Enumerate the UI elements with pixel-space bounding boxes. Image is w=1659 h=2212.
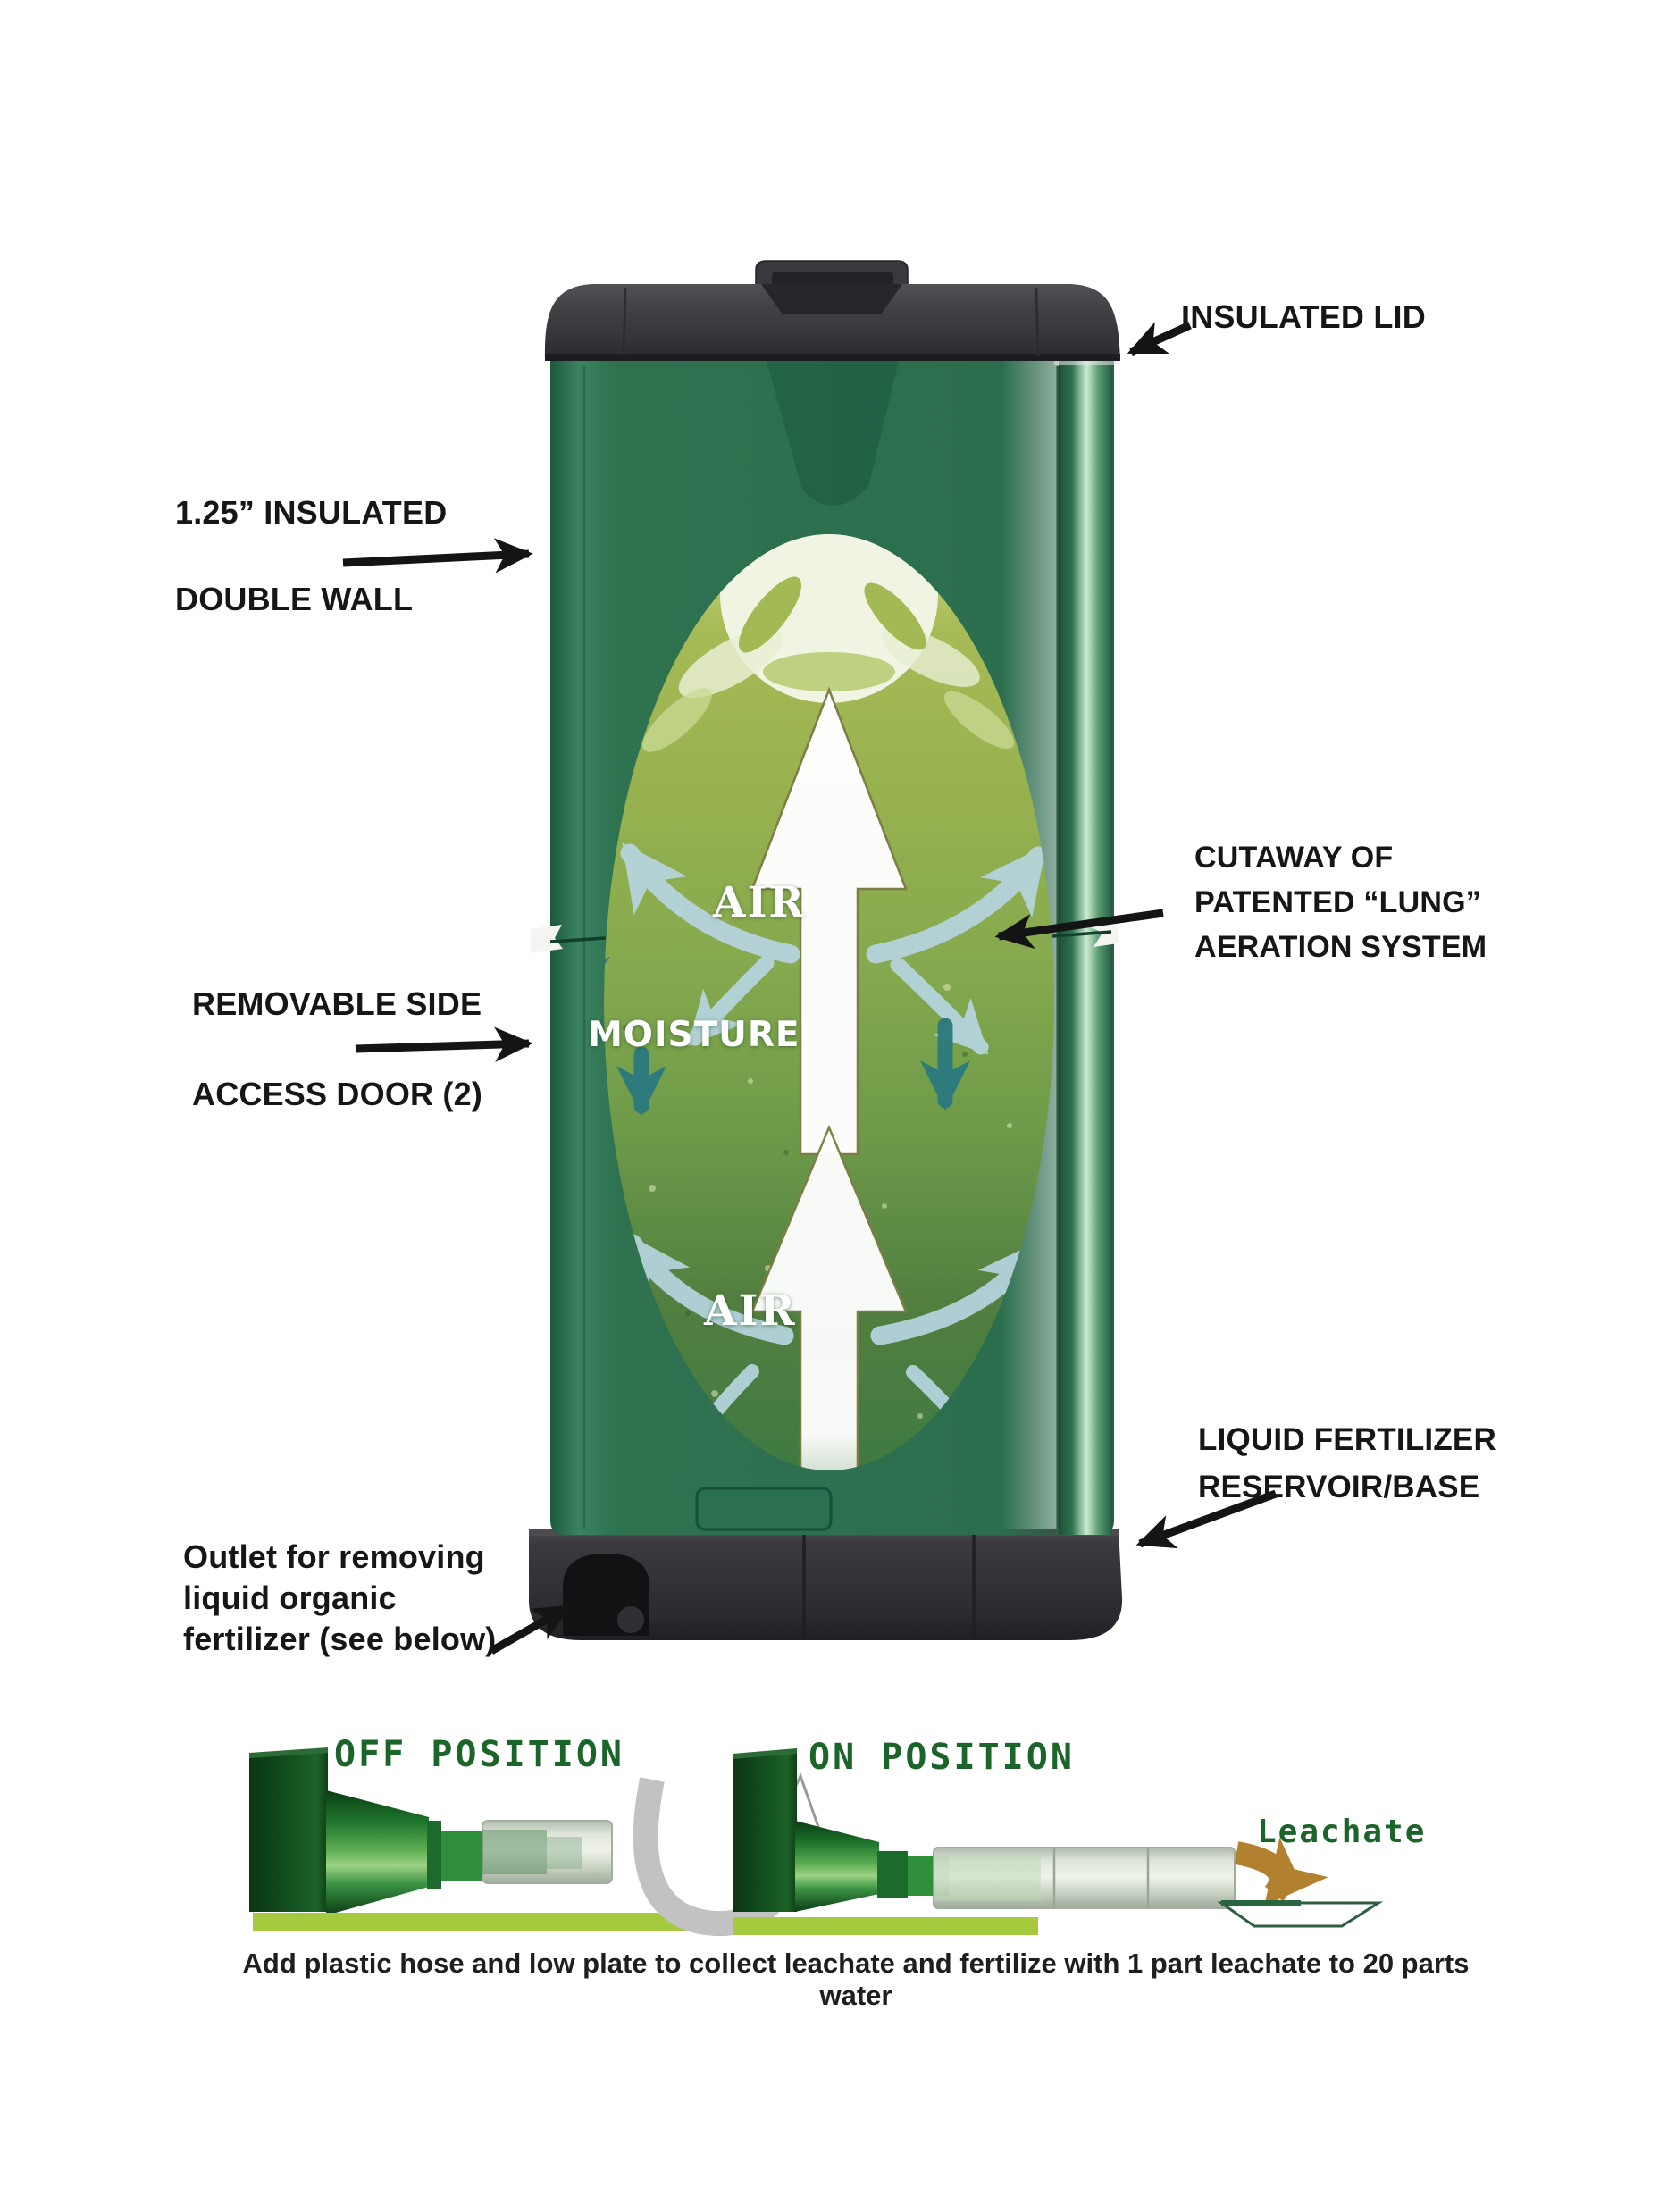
door-handle-tab	[695, 1487, 833, 1531]
off-position-label: OFF POSITION	[334, 1734, 624, 1775]
door-seam-left	[549, 936, 607, 943]
lid-shadow	[767, 361, 899, 507]
on-valve-illustration	[733, 1748, 1236, 1935]
off-wall-slab	[249, 1753, 328, 1912]
on-slab-top	[733, 1748, 797, 1759]
door-seam-right	[1052, 930, 1112, 938]
leachate-pour-arrow	[1234, 1837, 1328, 1906]
moisture-arrows	[604, 951, 971, 1117]
callout-cutaway-line1: CUTAWAY OF	[1194, 841, 1394, 875]
insulated-lid	[544, 260, 1120, 361]
callout-cutaway-line2: PATENTED “LUNG”	[1194, 885, 1481, 919]
arrow-to-access-door	[355, 1026, 533, 1062]
callout-reservoir-line1: LIQUID FERTILIZER	[1198, 1422, 1496, 1457]
air-column-arrow-lower	[750, 1124, 908, 1470]
callout-access-door-line2: ACCESS DOOR (2)	[192, 1076, 483, 1112]
lid-gap-highlight	[1054, 361, 1119, 365]
leachate-dish	[1217, 1900, 1384, 1928]
cutaway-air-bottom-label: AIR	[704, 1286, 797, 1336]
leaf-silhouettes	[642, 576, 1015, 752]
off-slab-top	[249, 1747, 328, 1758]
callout-arrows	[342, 321, 1278, 1655]
off-valve-cone	[326, 1790, 429, 1915]
reservoir-base	[528, 1529, 1123, 1640]
lid-handle-recess	[761, 284, 902, 314]
air-flow-arrows	[620, 842, 1048, 1460]
on-wall-slab	[733, 1754, 797, 1912]
outlet-knob	[617, 1606, 644, 1633]
callout-cutaway-line3: AERATION SYSTEM	[1194, 930, 1487, 964]
arrow-to-aeration-cutaway	[994, 909, 1164, 950]
callout-outlet-line3: fertilizer (see below)	[183, 1621, 497, 1657]
callout-access-door-line1: REMOVABLE SIDE	[192, 985, 482, 1022]
body-right-edge	[1059, 361, 1112, 1535]
callout-outlet-line2: liquid organic	[183, 1579, 397, 1616]
lid-bottom-edge	[545, 354, 1120, 361]
on-tube-green-tint	[934, 1855, 1041, 1901]
leachate-label: Leachate	[1257, 1814, 1427, 1850]
cutaway-moisture-label: MOISTURE	[588, 1015, 800, 1055]
lid-seam	[622, 287, 627, 356]
off-nozzle-in-tube	[482, 1830, 547, 1874]
on-valve-ring	[877, 1851, 908, 1898]
on-position-label: ON POSITION	[809, 1737, 1075, 1778]
composter	[528, 260, 1123, 1640]
arrow-to-double-wall	[342, 538, 533, 574]
callout-insulated-lid: INSULATED LID	[1181, 298, 1426, 335]
off-nozzle-tip	[547, 1837, 582, 1869]
callout-double-wall-line1: 1.25” INSULATED	[175, 494, 448, 531]
callout-outlet-line1: Outlet for removing	[183, 1538, 485, 1575]
lid-front	[544, 284, 1120, 361]
on-ground-bar	[733, 1917, 1038, 1935]
off-valve-step	[441, 1831, 482, 1881]
lid-seam	[1035, 287, 1040, 356]
callout-reservoir-line2: RESERVOIR/BASE	[1198, 1470, 1480, 1504]
off-ground-bar	[253, 1913, 731, 1931]
arrow-to-reservoir-base	[1135, 1489, 1278, 1549]
arrow-to-outlet	[489, 1604, 573, 1655]
on-valve-cone	[795, 1821, 879, 1912]
callout-double-wall-line2: DOUBLE WALL	[175, 581, 414, 617]
bottom-caption: Add plastic hose and low plate to collec…	[242, 1948, 1470, 2011]
cutaway-air-top-label: AIR	[713, 878, 806, 927]
door-seam-notch-left	[531, 925, 563, 953]
off-valve-ring	[427, 1821, 441, 1889]
off-valve-illustration	[249, 1747, 731, 1931]
valve-demo	[249, 1747, 1384, 1937]
arrow-to-lid	[1127, 321, 1192, 356]
